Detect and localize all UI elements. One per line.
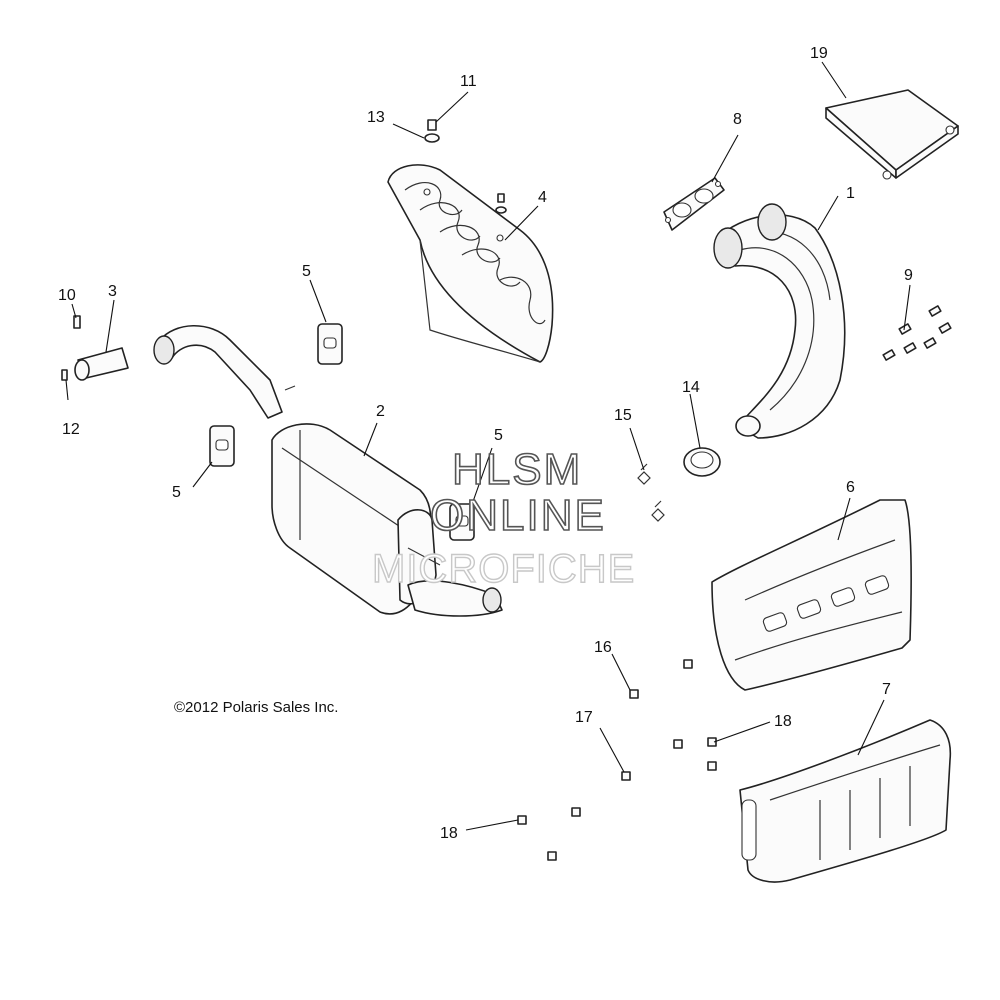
callout-2: 2 [376,403,385,420]
callout-17: 17 [575,709,593,726]
callout-4: 4 [538,189,547,206]
part-4-upper-heat-shield [387,164,554,363]
part-6-lower-heat-shield [711,499,912,691]
callout-6: 6 [846,479,855,496]
part-11-bolt [427,119,437,131]
copyright-notice: ©2012 Polaris Sales Inc. [174,699,338,716]
part-5-isolator-upper [317,323,343,365]
callout-10: 10 [58,287,76,304]
callout-7: 7 [882,681,891,698]
callout-5-upper: 5 [302,263,311,280]
part-14-band-clamp [683,447,721,477]
heat-shield-fastener [495,193,507,214]
callout-labels: 1 2 3 4 5 5 5 6 7 8 9 10 11 12 13 14 15 … [58,45,913,842]
part-16-bolt [629,659,693,699]
callout-8: 8 [733,111,742,128]
callout-9: 9 [904,267,913,284]
watermark-line-3: MICROFICHE [372,547,635,591]
callout-1: 1 [846,185,855,202]
part-19-heat-deflector [825,89,959,180]
part-2-muffler [153,324,503,617]
part-12-screw [61,369,68,381]
callout-19: 19 [810,45,828,62]
callout-5-left: 5 [172,484,181,501]
part-13-washer [424,133,440,143]
part-17-bolt [571,771,631,817]
part-15-spring [637,463,665,522]
watermark-line-2: ONLINE [430,491,606,540]
callout-18-left: 18 [440,825,458,842]
part-10-screw [73,315,81,329]
part-8-exhaust-gasket [663,177,725,231]
part-5-isolator-center [449,503,475,541]
part-1-header-pipe [713,203,846,439]
part-9-bolts [882,305,952,361]
callout-5-center: 5 [494,427,503,444]
watermark: HLSM ONLINE MICROFICHE [371,444,635,592]
callout-3: 3 [108,283,117,300]
part-18-bolts [517,737,717,861]
callout-18-right: 18 [774,713,792,730]
callout-12: 12 [62,421,80,438]
part-3-tailpipe-tip [74,347,129,381]
callout-14: 14 [682,379,700,396]
callout-15: 15 [614,407,632,424]
callout-16: 16 [594,639,612,656]
watermark-line-1: HLSM [452,445,582,494]
callout-11: 11 [460,73,477,90]
leader-lines [65,61,911,831]
callout-13: 13 [367,109,385,126]
part-7-rear-heat-shield [739,719,952,883]
part-5-isolator-left [209,425,235,467]
